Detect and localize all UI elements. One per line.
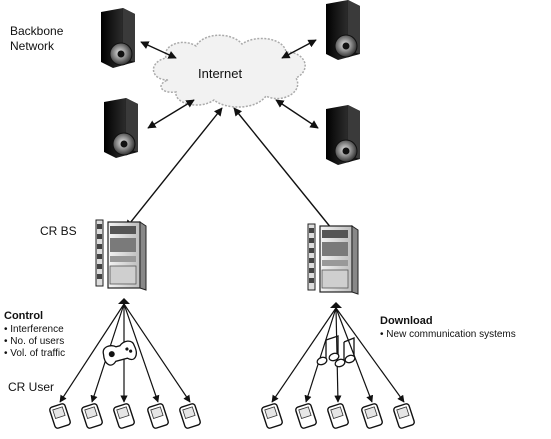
backbone-label-line2: Network bbox=[10, 39, 55, 53]
server-icon bbox=[103, 97, 139, 159]
link-internet-bs-left bbox=[125, 107, 223, 229]
mobile-device-icon bbox=[178, 402, 202, 430]
mobile-device-icon bbox=[260, 402, 284, 430]
gamepad-icon bbox=[102, 340, 137, 366]
mobile-device-icon bbox=[294, 402, 318, 430]
base-station-icon bbox=[307, 223, 359, 295]
download-list: New communication systems bbox=[380, 329, 515, 341]
bs-links bbox=[125, 107, 337, 235]
control-title: Control bbox=[4, 310, 44, 322]
antenna-icon bbox=[330, 302, 342, 308]
link-internet-bs-right bbox=[233, 107, 337, 235]
control-block: Control Interference No. of users Vol. o… bbox=[4, 309, 65, 360]
link-server-ml bbox=[147, 99, 195, 129]
antenna-icon bbox=[118, 298, 130, 304]
user-links-left bbox=[59, 303, 191, 403]
link-server-mr bbox=[275, 99, 319, 129]
mobile-device-icon bbox=[48, 402, 72, 430]
download-title: Download bbox=[380, 315, 433, 327]
control-item: Interference bbox=[4, 324, 65, 336]
control-item: Vol. of traffic bbox=[4, 348, 65, 360]
mobile-device-icon bbox=[392, 402, 416, 430]
cr-user-label: CR User bbox=[8, 380, 55, 394]
base-station-icon bbox=[95, 219, 147, 291]
server-icon bbox=[100, 7, 136, 69]
server-icon bbox=[325, 0, 361, 61]
music-note-icon bbox=[316, 335, 356, 368]
mobile-device-icon bbox=[80, 402, 104, 430]
mobile-device-icon bbox=[360, 402, 384, 430]
download-block: Download New communication systems bbox=[380, 314, 516, 341]
cr-bs-label: CR BS bbox=[40, 224, 77, 238]
internet-label: Internet bbox=[198, 66, 243, 81]
user-links-right bbox=[271, 307, 405, 403]
mobile-device-icon bbox=[112, 402, 136, 430]
link-server-tl bbox=[140, 41, 177, 59]
mobile-device-icon bbox=[146, 402, 170, 430]
mobile-device-icon bbox=[326, 402, 350, 430]
control-list: Interference No. of users Vol. of traffi… bbox=[4, 324, 65, 360]
backbone-label-line1: Backbone bbox=[10, 24, 64, 38]
control-item: No. of users bbox=[4, 336, 65, 348]
backbone-label: Backbone Network bbox=[10, 24, 63, 54]
server-icon bbox=[325, 104, 361, 166]
download-item: New communication systems bbox=[380, 329, 515, 341]
link-server-tr bbox=[281, 39, 317, 59]
